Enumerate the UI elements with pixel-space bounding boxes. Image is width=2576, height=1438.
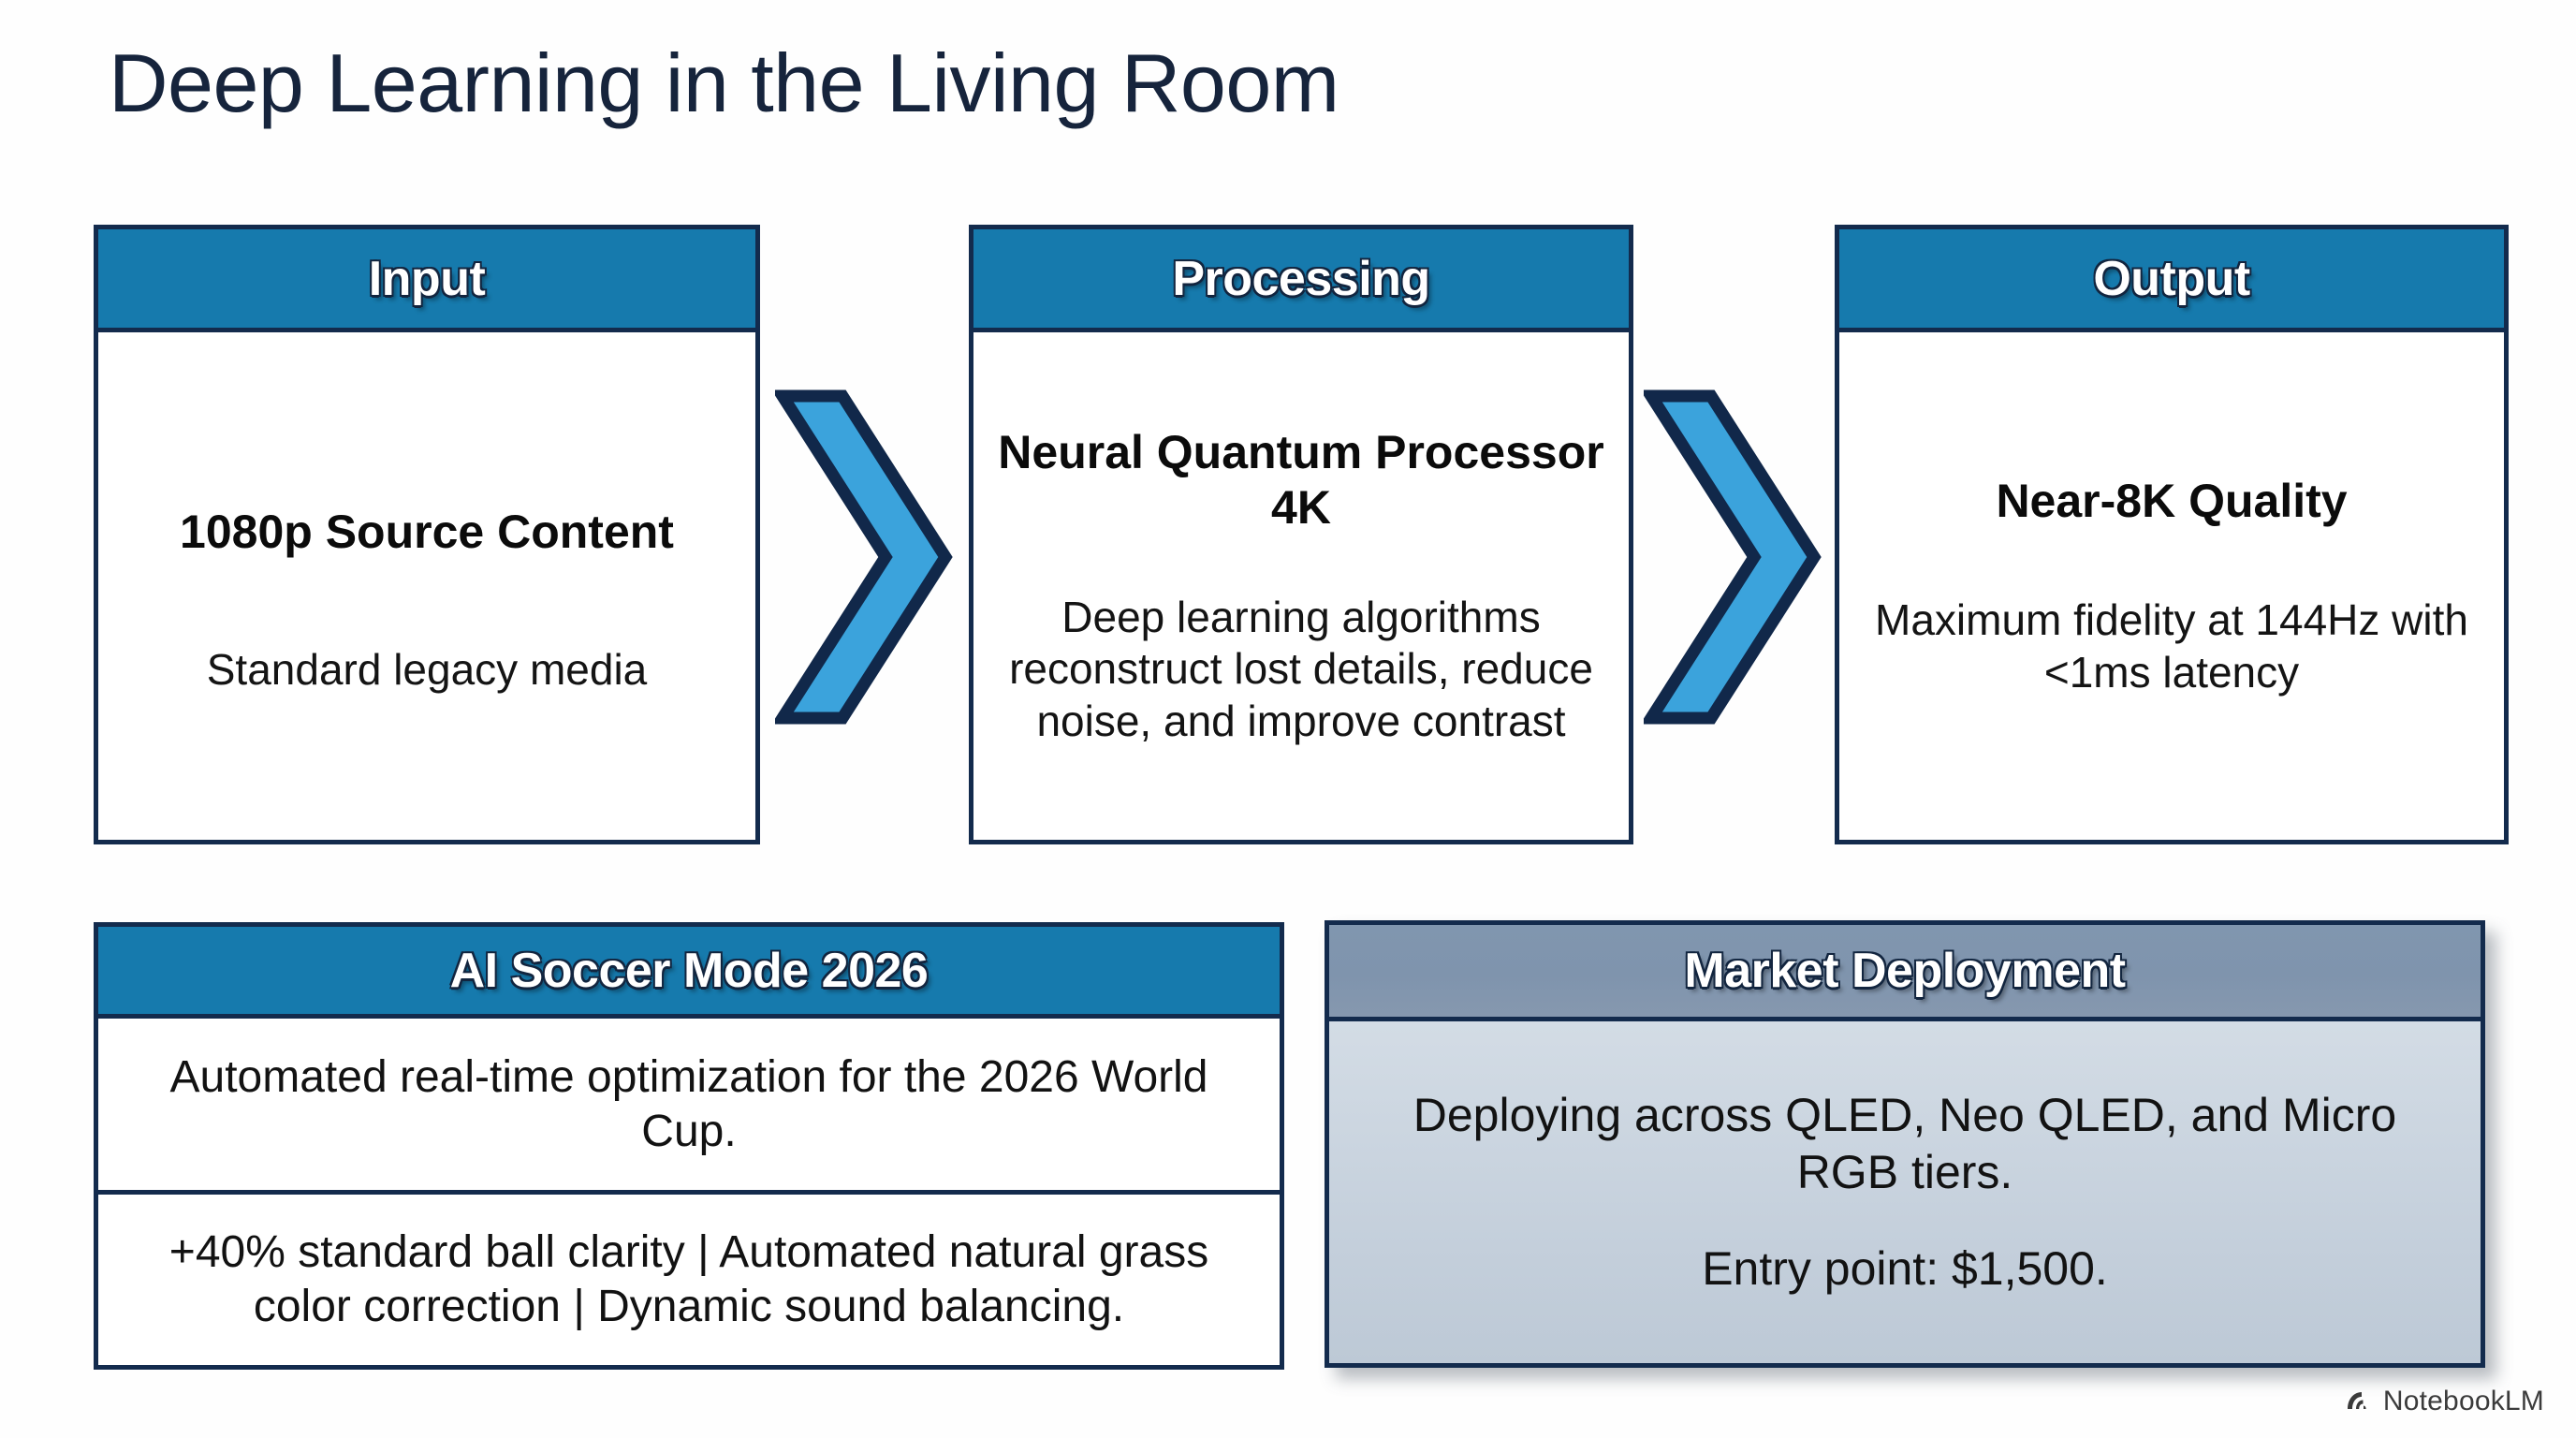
flow-card-processing-description: Deep learning algorithms reconstruct los… <box>1009 593 1593 745</box>
flow-card-output: Output Near-8K Quality Maximum fidelity … <box>1835 225 2509 844</box>
market-deployment-card-header-label: Market Deployment <box>1684 944 2126 998</box>
flow-card-input: Input 1080p Source Content Standard lega… <box>94 225 760 844</box>
notebooklm-watermark: NotebookLM <box>2344 1386 2544 1417</box>
flow-card-input-description: Standard legacy media <box>206 644 648 694</box>
notebooklm-label: NotebookLM <box>2382 1386 2544 1416</box>
page-title: Deep Learning in the Living Room <box>109 37 1339 129</box>
market-deployment-line-1: Deploying across QLED, Neo QLED, and Mic… <box>1412 1089 2397 1198</box>
soccer-mode-primary-text: Automated real-time optimization for the… <box>169 1051 1208 1156</box>
soccer-mode-secondary-text: +40% standard ball clarity | Automated n… <box>168 1227 1209 1331</box>
flow-card-processing-body: Neural Quantum Processor 4K Deep learnin… <box>973 332 1629 840</box>
chevron-arrow-2-icon <box>1640 389 1822 726</box>
flow-card-output-header-label: Output <box>2093 251 2250 306</box>
flow-card-output-description: Maximum fidelity at 144Hz with <1ms late… <box>1875 595 2468 697</box>
flow-card-processing-header: Processing <box>973 229 1629 332</box>
chevron-arrow-1-icon <box>771 389 953 726</box>
flow-card-input-lead: 1080p Source Content <box>180 505 674 558</box>
soccer-mode-card-header: AI Soccer Mode 2026 <box>98 927 1280 1019</box>
flow-card-input-body: 1080p Source Content Standard legacy med… <box>98 332 755 840</box>
soccer-mode-primary-row: Automated real-time optimization for the… <box>98 1019 1280 1195</box>
flow-card-output-body: Near-8K Quality Maximum fidelity at 144H… <box>1839 332 2504 840</box>
flow-card-output-header: Output <box>1839 229 2504 332</box>
soccer-mode-card-header-label: AI Soccer Mode 2026 <box>449 943 929 998</box>
flow-card-input-header: Input <box>98 229 755 332</box>
market-deployment-line-2: Entry point: $1,500. <box>1702 1242 2108 1295</box>
flow-card-processing-lead: Neural Quantum Processor 4K <box>998 426 1604 535</box>
market-deployment-card-body: Deploying across QLED, Neo QLED, and Mic… <box>1329 1021 2481 1363</box>
soccer-mode-card-body: Automated real-time optimization for the… <box>98 1019 1280 1365</box>
flow-card-output-lead: Near-8K Quality <box>1996 475 2348 528</box>
flow-card-processing-header-label: Processing <box>1172 251 1430 306</box>
soccer-mode-secondary-row: +40% standard ball clarity | Automated n… <box>98 1195 1280 1365</box>
notebooklm-icon <box>2344 1387 2372 1416</box>
soccer-mode-card: AI Soccer Mode 2026 Automated real-time … <box>94 922 1284 1370</box>
flow-card-input-header-label: Input <box>368 251 486 306</box>
market-deployment-card-header: Market Deployment <box>1329 925 2481 1021</box>
market-deployment-card: Market Deployment Deploying across QLED,… <box>1325 920 2485 1368</box>
flow-card-processing: Processing Neural Quantum Processor 4K D… <box>969 225 1633 844</box>
